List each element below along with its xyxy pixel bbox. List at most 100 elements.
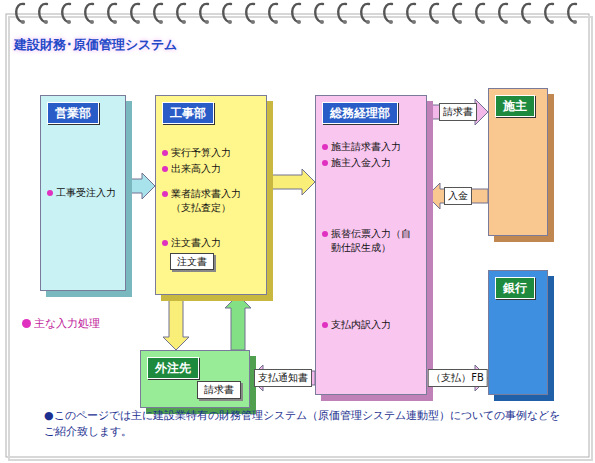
binder-ring xyxy=(292,4,300,22)
box-heading: 工事部 xyxy=(162,102,214,124)
binder-ring xyxy=(108,4,116,22)
arrow-label: 支払通知書 xyxy=(254,369,312,387)
binder-hole xyxy=(251,20,255,24)
binder-hole xyxy=(44,20,48,24)
binder-hole xyxy=(228,20,232,24)
binder-hole xyxy=(527,20,531,24)
document-box: 注文書 xyxy=(170,253,214,271)
binder-hole xyxy=(481,20,485,24)
binder-hole xyxy=(458,20,462,24)
binder-ring xyxy=(62,4,70,22)
binder-hole xyxy=(550,20,554,24)
binder-ring xyxy=(545,4,553,22)
binder-hole xyxy=(67,20,71,24)
binder-hole xyxy=(504,20,508,24)
binder-ring xyxy=(430,4,438,22)
binder-ring xyxy=(200,4,208,22)
legend-text: 主な入力処理 xyxy=(34,316,100,331)
heading-row: 工事部 xyxy=(162,102,260,124)
block-arrow xyxy=(163,295,189,350)
binder-hole xyxy=(366,20,370,24)
department-box: 営業部工事受注入力 xyxy=(40,95,126,291)
binder-ring xyxy=(453,4,461,22)
input-process: 実行予算入力 xyxy=(162,146,260,160)
binder-ring xyxy=(522,4,530,22)
binder-hole xyxy=(412,20,416,24)
binder-hole xyxy=(136,20,140,24)
box-heading: 施主 xyxy=(495,95,535,117)
binder-ring xyxy=(361,4,369,22)
binder-hole xyxy=(389,20,393,24)
box-heading: 銀行 xyxy=(495,277,535,299)
block-arrow xyxy=(427,365,488,391)
department-box: 外注先請求書 xyxy=(140,350,250,408)
document-label: 注文書 xyxy=(177,256,207,267)
binder-hole xyxy=(113,20,117,24)
binder-hole xyxy=(320,20,324,24)
department-box: 工事部実行予算入力出来高入力業者請求書入力（支払査定） 注文書入力注文書 xyxy=(155,95,267,295)
binder-ring xyxy=(85,4,93,22)
document-box: 請求書 xyxy=(197,381,241,399)
binder-hole xyxy=(573,20,577,24)
binder-ring xyxy=(407,4,415,22)
binder-ring xyxy=(223,4,231,22)
binder-ring xyxy=(269,4,277,22)
heading-row: 銀行 xyxy=(495,277,541,299)
binder-ring xyxy=(131,4,139,22)
binder-hole xyxy=(297,20,301,24)
binder-ring xyxy=(476,4,484,22)
binder-ring xyxy=(154,4,162,22)
binder-hole xyxy=(182,20,186,24)
diagram-title: 建設財務･原価管理システム xyxy=(14,36,177,54)
binder-ring xyxy=(246,4,254,22)
heading-row: 営業部 xyxy=(47,102,119,124)
heading-row: 施主 xyxy=(495,95,541,117)
binder-hole xyxy=(435,20,439,24)
page-shadow xyxy=(9,17,592,460)
department-box: 施主 xyxy=(488,88,548,236)
input-process: 業者請求書入力（支払査定） xyxy=(162,187,260,214)
binder-hole xyxy=(159,20,163,24)
heading-row: 総務経理部 xyxy=(322,102,420,124)
input-process: 工事受注入力 xyxy=(47,186,119,200)
block-arrow xyxy=(225,295,251,350)
box-heading: 総務経理部 xyxy=(322,102,398,124)
document-label: 請求書 xyxy=(204,384,234,395)
binder-hole xyxy=(90,20,94,24)
binder-hole xyxy=(205,20,209,24)
box-heading: 外注先 xyxy=(147,357,199,379)
binder-hole xyxy=(274,20,278,24)
heading-row: 外注先 xyxy=(147,357,243,379)
block-arrow xyxy=(126,173,155,199)
arrow-label: （支払）FB xyxy=(427,369,488,387)
input-process: 出来高入力 xyxy=(162,162,260,176)
legend-swatch xyxy=(22,319,31,328)
block-arrow xyxy=(267,169,315,195)
binder-ring xyxy=(315,4,323,22)
page-frame xyxy=(6,14,589,457)
binder-rings xyxy=(16,4,577,24)
input-process: 施主入金入力 xyxy=(322,156,420,170)
department-box: 総務経理部施主請求書入力施主入金入力振替伝票入力（自動仕訳生成） 支払内訳入力 xyxy=(315,95,427,395)
block-arrow xyxy=(427,99,488,125)
input-process: 注文書入力 xyxy=(162,236,260,250)
input-process: 施主請求書入力 xyxy=(322,140,420,154)
binder-hole xyxy=(21,20,25,24)
binder-hole xyxy=(343,20,347,24)
block-arrow xyxy=(250,365,315,391)
binder-ring xyxy=(177,4,185,22)
binder-ring xyxy=(338,4,346,22)
department-box: 銀行 xyxy=(488,270,548,395)
caption: ●このページでは主に建設業特有の財務管理システム（原価管理システム連動型）につい… xyxy=(44,408,564,440)
binder-ring xyxy=(16,4,24,22)
binder-ring xyxy=(568,4,576,22)
legend-row: 主な入力処理 xyxy=(22,316,100,331)
box-heading: 営業部 xyxy=(47,102,99,124)
input-process: 振替伝票入力（自動仕訳生成） xyxy=(322,227,420,254)
arrow-label: 請求書 xyxy=(439,103,477,121)
binder-ring xyxy=(384,4,392,22)
input-process: 支払内訳入力 xyxy=(322,318,420,332)
legend: 主な入力処理 xyxy=(22,316,100,331)
block-arrow xyxy=(427,183,488,209)
